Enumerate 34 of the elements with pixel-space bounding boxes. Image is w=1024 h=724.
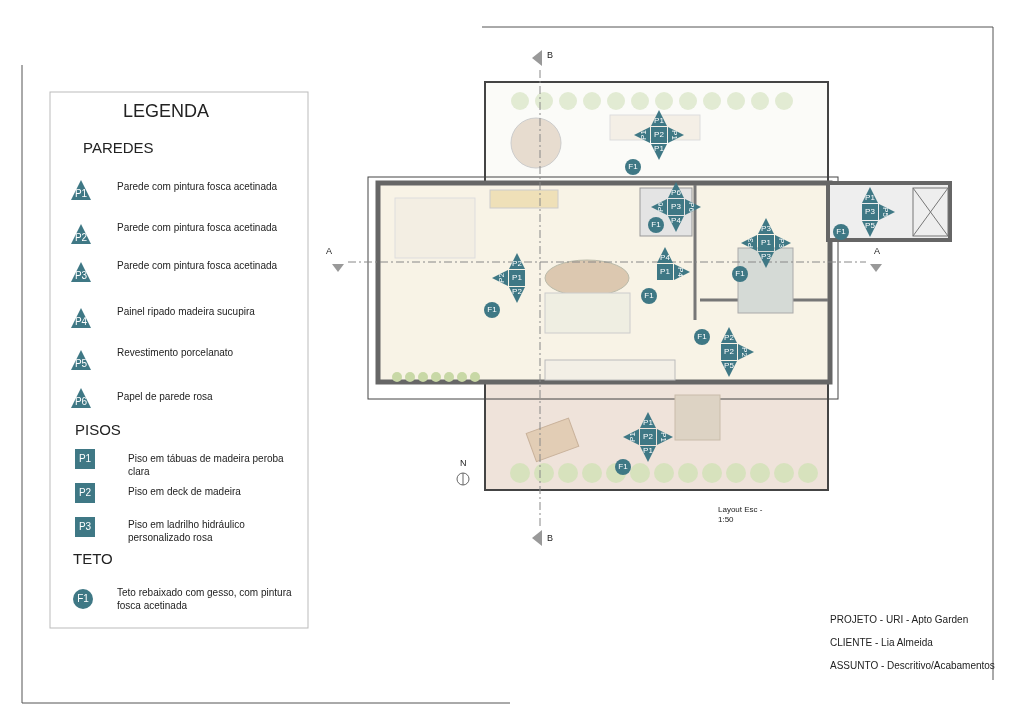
section-label: B — [547, 533, 553, 543]
project-info: PROJETO - URI - Apto Garden — [830, 614, 969, 625]
legend-text: Teto rebaixado com gesso, com pintura fosca acetinada — [117, 587, 293, 612]
scale-note: Layout Esc - 1:50 — [718, 505, 764, 525]
tag-square: P2 — [75, 483, 95, 503]
tag-square: P1 — [75, 449, 95, 469]
section-heading: PAREDES — [83, 139, 154, 156]
tag-square: P2 — [640, 429, 656, 445]
legend-title: LEGENDA — [123, 101, 210, 122]
legend-text: Painel ripado madeira sucupira — [117, 306, 256, 319]
project-info: CLIENTE - Lia Almeida — [830, 637, 933, 648]
section-label: A — [326, 246, 332, 256]
legend-text: Piso em tábuas de madeira peroba clara — [128, 453, 285, 478]
legend-text: Parede com pintura fosca acetinada — [117, 222, 279, 235]
legend-text: Papel de parede rosa — [117, 391, 214, 404]
tag-square: P1 — [758, 235, 774, 251]
tag-square: P3 — [668, 199, 684, 215]
legend-text: Piso em ladrilho hidráulico personalizado rosa — [128, 519, 246, 544]
tag-square: P3 — [75, 517, 95, 537]
tag-square: P1 — [657, 264, 673, 280]
section-label: A — [874, 246, 880, 256]
legend-text: Revestimento porcelanato — [117, 347, 235, 360]
legend-text: Parede com pintura fosca acetinada — [117, 181, 279, 194]
project-info: ASSUNTO - Descritivo/Acabamentos — [830, 660, 995, 671]
tag-square: P1 — [509, 270, 525, 286]
legend-text: Parede com pintura fosca acetinada — [117, 260, 279, 273]
section-heading: PISOS — [75, 421, 121, 438]
legend-text: Piso em deck de madeira — [128, 486, 242, 499]
tag-square: P3 — [862, 204, 878, 220]
section-label: B — [547, 50, 553, 60]
tag-square: P2 — [651, 127, 667, 143]
section-heading: TETO — [73, 550, 113, 567]
north-label: N — [460, 458, 467, 468]
tag-square: P2 — [721, 344, 737, 360]
